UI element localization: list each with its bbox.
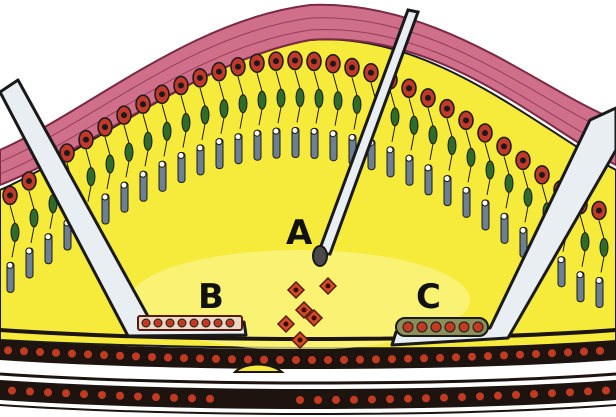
label-c: C	[416, 277, 441, 317]
needle-tip-droplet	[313, 246, 327, 266]
label-b: B	[198, 277, 224, 317]
label-a: A	[286, 213, 313, 253]
bruch-line	[0, 374, 616, 383]
